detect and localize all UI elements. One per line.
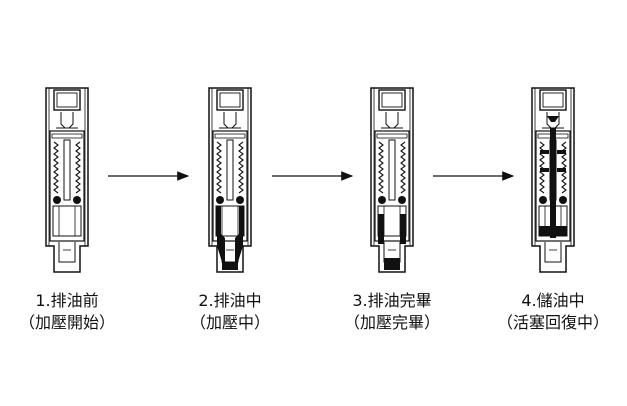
cylinder-done [370,87,414,273]
cylinder-storing [531,87,575,273]
cylinder-during [208,87,252,273]
caption-subtitle: （加壓中） [189,313,270,332]
oil-fill [217,230,243,270]
oil-fill [550,128,556,238]
caption-done: 3.排油完畢 （加壓完畢） [322,290,462,334]
caption-subtitle: （加壓完畢） [343,313,440,332]
caption-before: 1.排油前 （加壓開始） [0,290,137,334]
caption-subtitle: （加壓開始） [18,313,115,332]
caption-storing: 4.儲油中 （活塞回復中） [483,290,623,334]
caption-title: 3.排油完畢 [352,291,432,310]
caption-title: 1.排油前 [35,291,99,310]
caption-during: 2.排油中 （加壓中） [160,290,300,334]
cylinder-before [45,87,89,273]
oil-fill [378,214,384,244]
caption-title: 4.儲油中 [521,291,585,310]
caption-title: 2.排油中 [198,291,262,310]
caption-subtitle: （活塞回復中） [496,313,609,332]
